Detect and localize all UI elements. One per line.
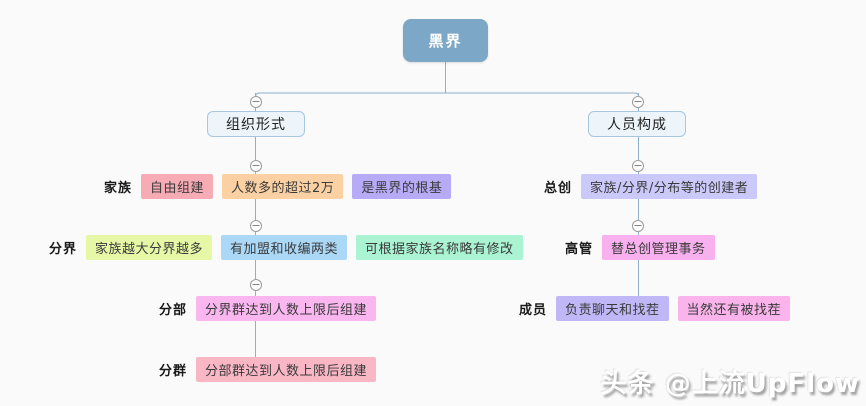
row-label-member[interactable]: 成员 bbox=[519, 303, 548, 318]
node-item[interactable]: 有加盟和收编两类 bbox=[221, 235, 348, 260]
node-item[interactable]: 人数多的超过2万 bbox=[222, 174, 344, 199]
row-boundary: 分界 家族越大分界越多 有加盟和收编两类 可根据家族名称略有修改 bbox=[49, 235, 523, 260]
row-founder: 总创 家族/分界/分布等的创建者 bbox=[544, 174, 758, 199]
collapse-toggle-division-row[interactable]: − bbox=[250, 278, 262, 291]
toutiao-watermark: 头条 @上流UpFlow bbox=[600, 369, 860, 399]
collapse-toggle-manager-row[interactable]: − bbox=[632, 219, 644, 232]
collapse-toggle-personnel[interactable]: − bbox=[632, 95, 644, 108]
row-member: 成员 负责聊天和找茬 当然还有被找茬 bbox=[519, 296, 791, 321]
collapse-toggle-boundary-row[interactable]: − bbox=[250, 219, 262, 232]
node-item[interactable]: 可根据家族名称略有修改 bbox=[356, 235, 523, 260]
collapse-toggle-founder-row[interactable]: − bbox=[632, 159, 644, 172]
node-item[interactable]: 分部群达到人数上限后组建 bbox=[196, 357, 377, 382]
node-item[interactable]: 家族越大分界越多 bbox=[86, 235, 213, 260]
node-item[interactable]: 家族/分界/分布等的创建者 bbox=[581, 174, 758, 199]
collapse-toggle-family-row[interactable]: − bbox=[250, 159, 262, 172]
row-subgroup: 分群 分部群达到人数上限后组建 bbox=[159, 357, 377, 382]
root-node[interactable]: 黑界 bbox=[403, 19, 488, 62]
row-division: 分部 分界群达到人数上限后组建 bbox=[159, 296, 377, 321]
branch-node-organization[interactable]: 组织形式 bbox=[207, 111, 305, 137]
row-label-founder[interactable]: 总创 bbox=[544, 181, 573, 196]
node-item[interactable]: 负责聊天和找茬 bbox=[556, 296, 669, 321]
node-item[interactable]: 是黑界的根基 bbox=[352, 174, 452, 199]
row-label-boundary[interactable]: 分界 bbox=[49, 242, 78, 257]
row-family: 家族 自由组建 人数多的超过2万 是黑界的根基 bbox=[104, 174, 452, 199]
branch-node-personnel[interactable]: 人员构成 bbox=[588, 111, 686, 137]
node-item[interactable]: 替总创管理事务 bbox=[602, 235, 715, 260]
node-item[interactable]: 当然还有被找茬 bbox=[677, 296, 791, 321]
row-label-family[interactable]: 家族 bbox=[104, 181, 133, 196]
node-item[interactable]: 自由组建 bbox=[141, 174, 214, 199]
row-label-subgroup[interactable]: 分群 bbox=[159, 364, 188, 379]
row-label-division[interactable]: 分部 bbox=[159, 303, 188, 318]
collapse-toggle-organization[interactable]: − bbox=[250, 95, 262, 108]
node-item[interactable]: 分界群达到人数上限后组建 bbox=[196, 296, 377, 321]
row-manager: 高管 替总创管理事务 bbox=[565, 235, 715, 260]
row-label-manager[interactable]: 高管 bbox=[565, 242, 594, 257]
